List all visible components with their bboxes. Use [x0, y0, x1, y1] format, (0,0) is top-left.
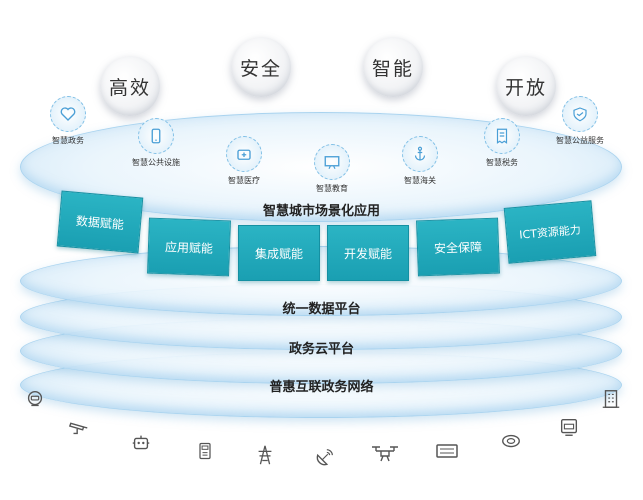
- value-bubble-efficiency: 高效: [100, 56, 160, 116]
- cloud-layer-label: 政务云平台: [288, 342, 354, 357]
- monitor-icon: [556, 414, 582, 440]
- capability-development-enablement: 开发赋能: [327, 225, 409, 281]
- blackboard-icon: [314, 144, 350, 180]
- camera-icon: [66, 414, 92, 440]
- capability-app-enablement: 应用赋能: [147, 217, 231, 277]
- robot-head-icon: [22, 386, 48, 412]
- network-layer-label: 普惠互联政务网络: [269, 380, 374, 395]
- capability-ict-resources: ICT资源能力: [503, 200, 597, 264]
- anchor-icon: [402, 136, 438, 172]
- handshake-icon: [562, 96, 598, 132]
- robot-icon: [128, 430, 154, 456]
- application-layer-label: 智慧城市场景化应用: [262, 204, 380, 219]
- value-bubble-intelligence: 智能: [363, 37, 423, 97]
- value-bubble-security: 安全: [231, 37, 291, 97]
- building-icon: [598, 386, 624, 412]
- drone-icon: [368, 440, 402, 466]
- app-smart-tax: 智慧税务: [462, 118, 542, 168]
- app-smart-public-facilities: 智慧公共设施: [116, 118, 196, 168]
- meter-icon: [192, 438, 218, 464]
- panel-icon: [434, 438, 460, 464]
- app-smart-education: 智慧教育: [292, 144, 372, 194]
- medical-kit-icon: [226, 136, 262, 172]
- app-smart-customs: 智慧海关: [380, 136, 460, 186]
- app-smart-government: 智慧政务: [28, 96, 108, 146]
- satellite-dish-icon: [312, 444, 338, 470]
- app-smart-medical: 智慧医疗: [204, 136, 284, 186]
- power-tower-icon: [252, 442, 278, 468]
- capability-data-enablement: 数据赋能: [56, 190, 144, 254]
- sensor-icon: [498, 428, 524, 454]
- receipt-icon: [484, 118, 520, 154]
- capability-security-assurance: 安全保障: [416, 217, 500, 277]
- capability-integration-enablement: 集成赋能: [238, 225, 320, 281]
- app-smart-public-welfare: 智慧公益服务: [540, 96, 620, 146]
- data-layer-label: 统一数据平台: [282, 302, 361, 317]
- heart-icon: [50, 96, 86, 132]
- value-bubble-openness: 开放: [496, 56, 556, 116]
- phone-icon: [138, 118, 174, 154]
